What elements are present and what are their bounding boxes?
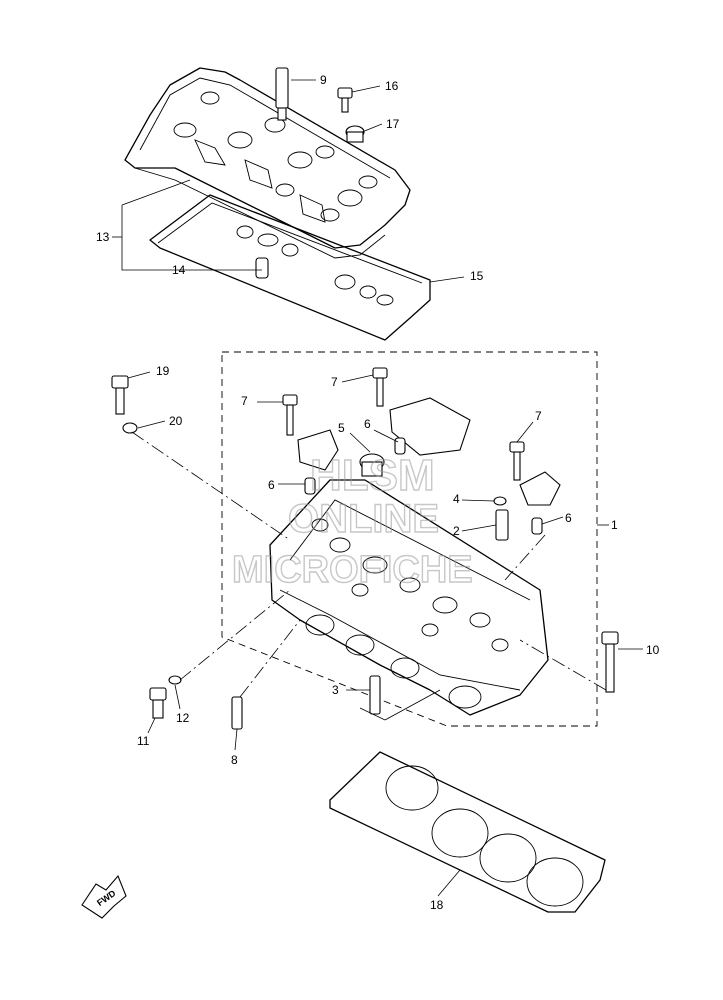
callout-12: 12 xyxy=(176,711,190,725)
callout-14: 14 xyxy=(172,263,186,277)
head-cover-gasket xyxy=(149,194,431,341)
part-5 xyxy=(359,453,385,477)
cylinder-head-cover xyxy=(124,67,411,259)
callout-3: 3 xyxy=(332,683,339,697)
leader-lines xyxy=(112,79,643,897)
cam-cap-left xyxy=(297,429,339,471)
cam-cap-right xyxy=(519,471,561,506)
callout-7-center: 7 xyxy=(331,375,338,389)
cam-cap-center xyxy=(389,397,471,456)
callout-6-center: 6 xyxy=(364,417,371,431)
watermark: HLSM ONLINE MICROFICHE xyxy=(231,450,473,591)
watermark-line-3: MICROFICHE xyxy=(232,549,473,591)
stud-8 xyxy=(231,696,243,730)
bolt-11 xyxy=(149,687,167,719)
callout-15: 15 xyxy=(470,269,484,283)
callout-7-right: 7 xyxy=(535,409,542,423)
callout-10: 10 xyxy=(646,643,660,657)
cylinder-head xyxy=(269,479,549,716)
callout-2: 2 xyxy=(453,524,460,538)
seal-4 xyxy=(493,496,507,506)
watermark-line-2: ONLINE xyxy=(288,497,439,541)
dowel-14 xyxy=(255,257,269,279)
washer-12 xyxy=(168,675,182,685)
spark-plug xyxy=(275,67,289,121)
callout-18: 18 xyxy=(430,898,444,912)
callout-9: 9 xyxy=(320,73,327,87)
bolt-16 xyxy=(337,87,353,113)
washer-17 xyxy=(345,125,365,143)
fwd-arrow: FWD xyxy=(81,874,127,919)
bolt-10 xyxy=(601,631,619,693)
bolt-7-left xyxy=(282,394,298,436)
washer-20 xyxy=(122,422,138,434)
watermark-line-1: HLSM xyxy=(310,451,435,500)
callout-13: 13 xyxy=(96,230,110,244)
callout-11: 11 xyxy=(137,734,150,748)
callout-7-left: 7 xyxy=(241,394,248,408)
callout-6-left: 6 xyxy=(268,478,275,492)
callout-19: 19 xyxy=(156,364,170,378)
stud-3 xyxy=(369,675,381,715)
dowel-6-left xyxy=(304,477,316,495)
callout-4: 4 xyxy=(453,492,460,506)
callout-1: 1 xyxy=(611,518,618,532)
callout-16: 16 xyxy=(385,79,399,93)
callout-6-right: 6 xyxy=(565,511,572,525)
bolt-7-right xyxy=(509,441,525,481)
callout-20: 20 xyxy=(169,414,183,428)
callout-5: 5 xyxy=(338,421,345,435)
callout-8: 8 xyxy=(231,753,238,767)
cylinder-head-gasket xyxy=(329,751,606,913)
callout-17: 17 xyxy=(386,117,400,131)
callouts: 1 2 3 4 5 6 6 6 7 7 7 8 9 10 11 12 13 14… xyxy=(96,73,660,912)
dowel-6-right xyxy=(531,517,543,535)
assembly-outline xyxy=(221,351,598,727)
bolt-19 xyxy=(111,375,129,415)
valve-guide-2 xyxy=(495,509,509,541)
bolt-7-center xyxy=(372,367,388,407)
